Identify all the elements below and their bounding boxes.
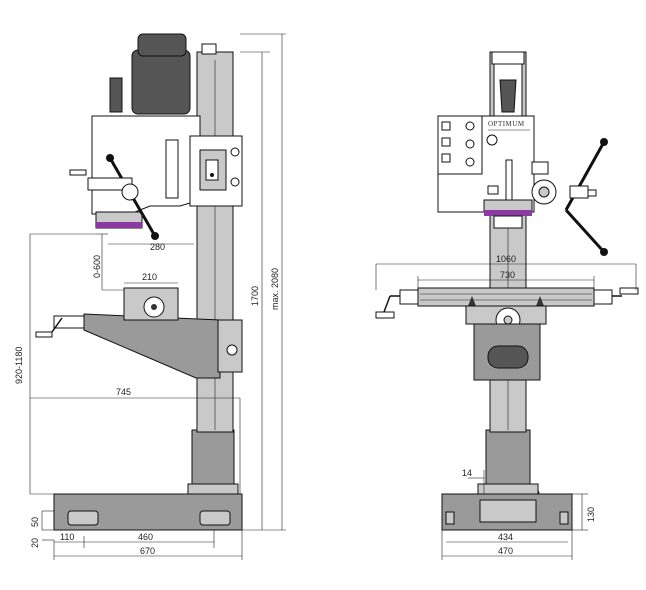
side-head-knob-dot bbox=[210, 173, 214, 177]
front-depth-stop bbox=[487, 185, 499, 195]
side-base-foot-right bbox=[199, 510, 231, 526]
dim-foot-spacing: 460 bbox=[138, 532, 153, 542]
side-table-crank-handle bbox=[35, 331, 53, 338]
dim-base-low: 20 bbox=[30, 538, 40, 548]
side-head bbox=[91, 115, 201, 215]
front-table-crank-right bbox=[619, 287, 639, 295]
dim-front-base-width: 470 bbox=[498, 546, 513, 556]
side-motor bbox=[131, 49, 191, 115]
side-table-clamp bbox=[217, 319, 243, 373]
front-feed-lever bbox=[564, 141, 606, 211]
dim-height-max: max. 2080 bbox=[270, 268, 280, 310]
side-feed-hub bbox=[121, 183, 139, 201]
front-light-1 bbox=[465, 121, 475, 131]
dim-table-height: 920-1180 bbox=[14, 347, 24, 384]
front-button-3 bbox=[441, 153, 451, 163]
side-quill-ring bbox=[96, 222, 142, 228]
dim-table-travel: 730 bbox=[500, 270, 515, 280]
side-base-foot-left bbox=[67, 510, 99, 526]
dim-reach: 280 bbox=[150, 242, 165, 252]
front-table-end-left bbox=[399, 289, 419, 305]
dim-slot: 14 bbox=[462, 468, 472, 478]
front-knee bbox=[473, 323, 541, 381]
side-feed-knob-bottom bbox=[151, 232, 159, 240]
side-table-clamp-knob bbox=[226, 344, 238, 356]
front-indicator bbox=[486, 134, 498, 146]
side-view: 280 0-600 210 920-1180 745 1700 max. 208… bbox=[14, 33, 286, 560]
side-feed-knob-top bbox=[106, 154, 114, 162]
front-spindle bbox=[493, 215, 523, 229]
front-table bbox=[417, 287, 595, 307]
front-table-end-right bbox=[593, 289, 613, 305]
front-knee-window bbox=[487, 345, 529, 369]
front-view: OPTIMUM bbox=[375, 51, 639, 560]
dim-depth: 745 bbox=[116, 387, 131, 397]
dim-height: 1700 bbox=[250, 286, 260, 306]
front-feed-block bbox=[531, 161, 549, 175]
side-head-bolt-top bbox=[230, 147, 240, 157]
front-depth-scale bbox=[505, 159, 513, 201]
side-dimension-lines bbox=[29, 33, 286, 560]
side-head-knob bbox=[205, 159, 219, 181]
dim-base-length: 670 bbox=[140, 546, 155, 556]
side-table-arm bbox=[83, 313, 221, 379]
front-base-foot-left bbox=[445, 511, 455, 525]
dim-base-foot: 110 bbox=[60, 532, 74, 542]
side-column-flange bbox=[187, 483, 239, 495]
side-column-foot bbox=[191, 429, 235, 495]
front-quill-ring bbox=[484, 210, 532, 216]
front-light-3 bbox=[465, 157, 475, 167]
dim-front-base-height: 130 bbox=[586, 507, 596, 522]
side-motor-fan bbox=[109, 77, 123, 113]
front-table-crank-left bbox=[375, 311, 395, 319]
dim-table-width: 210 bbox=[142, 272, 157, 282]
dim-base-height: 50 bbox=[30, 517, 40, 527]
front-brand-label: OPTIMUM bbox=[488, 120, 525, 128]
front-button-1 bbox=[441, 121, 451, 131]
front-dimension-lines bbox=[375, 263, 637, 560]
front-base-foot-right bbox=[559, 511, 569, 525]
dim-table-length: 1060 bbox=[496, 254, 516, 264]
side-feed-handle bbox=[69, 169, 87, 176]
side-column-cap bbox=[201, 43, 217, 55]
side-head-bolt-bottom bbox=[230, 177, 240, 187]
side-motor-top bbox=[137, 33, 187, 57]
dim-front-foot-spacing: 434 bbox=[498, 532, 513, 542]
front-button-2 bbox=[441, 137, 451, 147]
dim-spindle-travel: 0-600 bbox=[92, 255, 102, 278]
front-base-recess bbox=[479, 499, 537, 523]
side-head-slide bbox=[165, 139, 179, 199]
front-light-2 bbox=[465, 139, 475, 149]
front-column-cap bbox=[491, 51, 525, 65]
